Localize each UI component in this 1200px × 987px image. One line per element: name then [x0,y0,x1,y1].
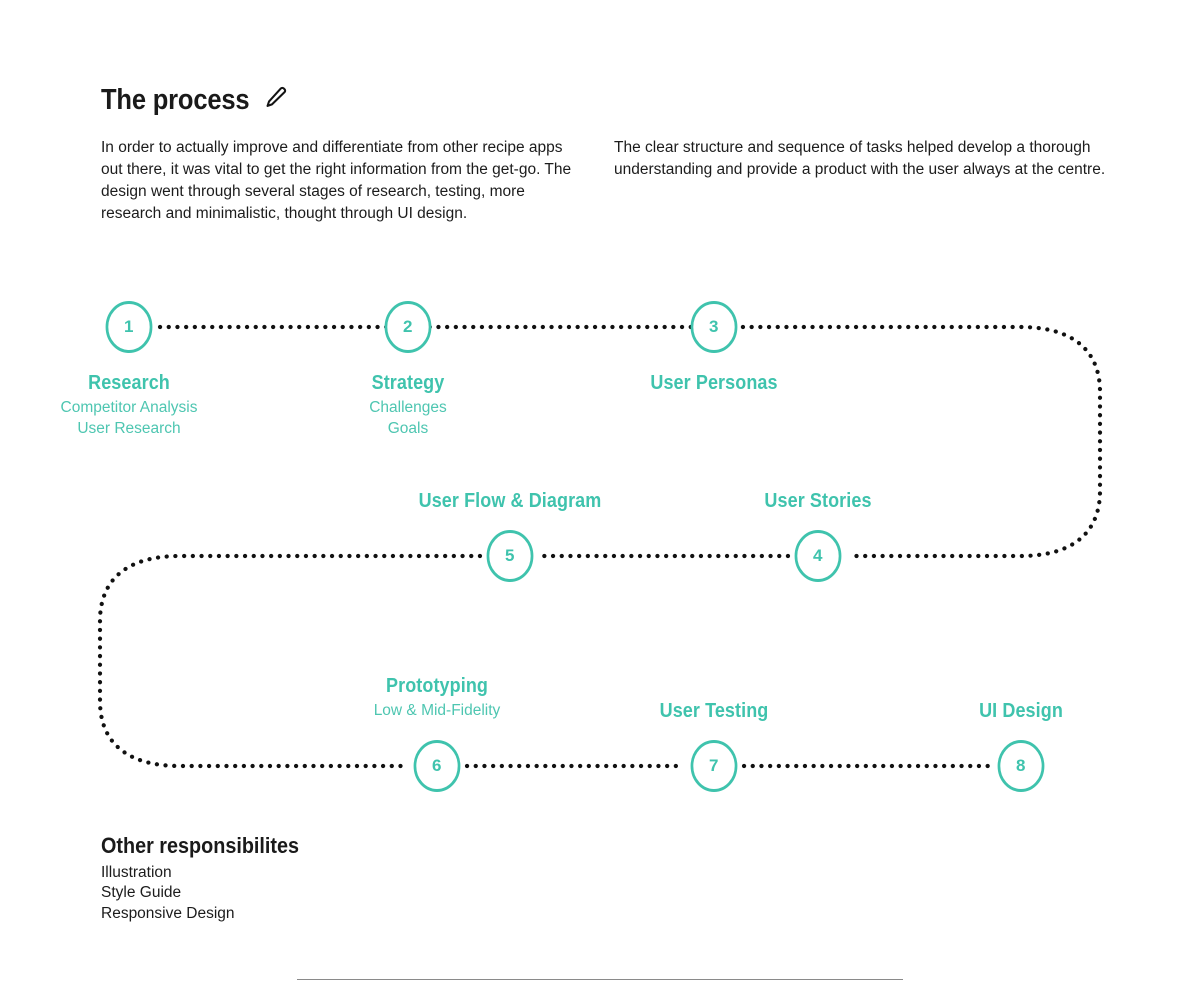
process-node-2[interactable]: 2 [384,301,432,353]
process-label-title: User Personas [650,372,778,394]
process-label-4: User Stories [668,490,968,513]
process-node-6[interactable]: 6 [413,740,461,792]
process-node-number: 7 [709,756,719,775]
process-node-number: 1 [124,317,134,336]
process-node-number: 2 [403,317,413,336]
process-label-3: User Personas [564,372,864,395]
intro-text-left: In order to actually improve and differe… [101,139,572,222]
process-node-3[interactable]: 3 [690,301,738,353]
process-label-5: User Flow & Diagram [360,490,660,513]
process-label-title: Strategy [371,372,445,394]
process-node-number: 5 [505,546,515,565]
pencil-icon[interactable] [262,85,288,116]
process-label-title: Research [88,372,170,394]
other-responsibility-item: Responsive Design [101,904,235,922]
process-label-sub: Competitor Analysis [60,399,198,416]
process-node-4[interactable]: 4 [794,530,842,582]
process-node-number: 3 [709,317,719,336]
process-node-8[interactable]: 8 [997,740,1045,792]
intro-text-right: The clear structure and sequence of task… [614,139,1106,178]
process-node-number: 4 [813,546,823,565]
process-node-1[interactable]: 1 [105,301,153,353]
intro-paragraph-left: In order to actually improve and differe… [101,137,586,225]
process-label-sub: User Research [77,419,181,437]
page-header: The process [101,84,288,117]
process-label-title: User Stories [764,490,872,512]
process-node-number: 6 [432,756,442,775]
process-label-title: UI Design [979,700,1063,722]
process-node-number: 8 [1016,756,1026,775]
other-responsibility-item: Style Guide [101,884,182,902]
process-label-sub: Challenges [369,399,447,416]
process-node-5[interactable]: 5 [486,530,534,582]
process-label-title: User Testing [659,700,769,722]
process-label-title: User Flow & Diagram [418,490,602,512]
page-title: The process [101,84,250,116]
other-responsibility-item: Illustration [101,864,172,881]
process-label-sub: Low & Mid-Fidelity [373,702,501,719]
process-label-8: UI Design [871,700,1171,723]
process-label-sub: Goals [387,419,429,437]
bottom-divider [297,979,903,980]
other-responsibilities-title: Other responsibilites [101,833,300,858]
process-node-7[interactable]: 7 [690,740,738,792]
intro-paragraph-right: The clear structure and sequence of task… [614,137,1114,181]
process-label-7: User Testing [564,700,864,723]
process-label-title: Prototyping [386,675,488,697]
